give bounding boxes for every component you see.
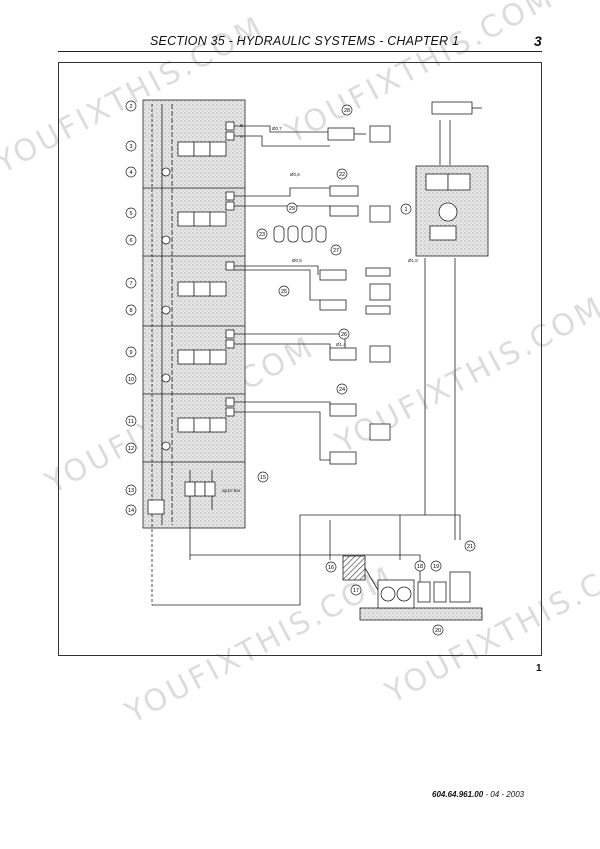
- svg-text:23: 23: [259, 232, 265, 238]
- svg-text:22: 22: [339, 172, 345, 178]
- callout-4: 4: [125, 166, 137, 178]
- svg-text:8: 8: [129, 308, 132, 314]
- svg-text:Δp10 bar: Δp10 bar: [222, 488, 241, 493]
- svg-text:29: 29: [289, 206, 295, 212]
- svg-text:20: 20: [435, 628, 441, 634]
- callout-27: 27: [330, 244, 342, 256]
- annotations: B A Ø0,7 Ø0,8 Ø0,8 Ø1,4 Ø1,8 Δp10 bar: [222, 123, 418, 493]
- document-date: - 04 - 2003: [483, 790, 525, 799]
- svg-text:3: 3: [129, 144, 132, 150]
- callout-1: 1: [400, 203, 412, 215]
- svg-text:Ø0,8: Ø0,8: [292, 258, 302, 263]
- svg-text:2: 2: [129, 104, 132, 110]
- callout-7: 7: [125, 277, 137, 289]
- figure-number: 1: [536, 663, 542, 674]
- svg-text:15: 15: [260, 475, 266, 481]
- callout-25: 25: [278, 285, 290, 297]
- callout-14: 14: [125, 504, 137, 516]
- callout-23: 23: [256, 228, 268, 240]
- valve-bank: [142, 99, 246, 529]
- figure-frame: [58, 62, 542, 656]
- svg-text:10: 10: [128, 377, 134, 383]
- callout-20: 20: [432, 624, 444, 636]
- callout-15: 15: [257, 471, 269, 483]
- callout-3: 3: [125, 140, 137, 152]
- pictograms: [369, 125, 391, 441]
- svg-text:12: 12: [128, 446, 134, 452]
- svg-text:28: 28: [344, 108, 350, 114]
- callout-26: 26: [338, 328, 350, 340]
- header-divider: [58, 51, 542, 52]
- svg-text:11: 11: [128, 419, 134, 425]
- steering-unit: [415, 165, 489, 257]
- svg-text:6: 6: [129, 238, 132, 244]
- svg-text:Ø0,8: Ø0,8: [290, 172, 300, 177]
- svg-text:19: 19: [433, 564, 439, 570]
- svg-text:7: 7: [129, 281, 132, 287]
- callout-2: 2: [125, 100, 137, 112]
- svg-text:4: 4: [129, 170, 132, 176]
- svg-text:5: 5: [129, 211, 132, 217]
- svg-text:21: 21: [467, 544, 473, 550]
- document-footer: 604.64.961.00 - 04 - 2003: [432, 790, 524, 799]
- callout-8: 8: [125, 304, 137, 316]
- callout-9: 9: [125, 346, 137, 358]
- svg-text:24: 24: [339, 387, 345, 393]
- callout-16: 16: [325, 561, 337, 573]
- callouts: 2 3 4 5 6 7 8 9 10 11 12 13 14 15 16 17 …: [125, 100, 476, 636]
- callout-11: 11: [125, 415, 137, 427]
- svg-text:13: 13: [128, 488, 134, 494]
- callout-19: 19: [430, 560, 442, 572]
- callout-29: 29: [286, 202, 298, 214]
- svg-text:B: B: [240, 123, 243, 128]
- document-code: 604.64.961.00: [432, 790, 484, 799]
- callout-21: 21: [464, 540, 476, 552]
- accumulators: [273, 225, 327, 243]
- callout-12: 12: [125, 442, 137, 454]
- callout-18: 18: [414, 560, 426, 572]
- callout-24: 24: [336, 383, 348, 395]
- callout-6: 6: [125, 234, 137, 246]
- callout-28: 28: [341, 104, 353, 116]
- svg-text:Ø1,8: Ø1,8: [408, 258, 418, 263]
- svg-text:Ø0,7: Ø0,7: [272, 126, 282, 131]
- svg-text:26: 26: [341, 332, 347, 338]
- callout-13: 13: [125, 484, 137, 496]
- svg-text:Ø1,4: Ø1,4: [336, 342, 346, 347]
- callout-10: 10: [125, 373, 137, 385]
- check-valves: [161, 167, 171, 451]
- callout-22: 22: [336, 168, 348, 180]
- spool-valves: [147, 121, 235, 515]
- svg-text:1: 1: [404, 207, 407, 213]
- svg-text:18: 18: [417, 564, 423, 570]
- svg-text:A: A: [240, 134, 243, 139]
- svg-text:17: 17: [353, 588, 359, 594]
- svg-text:14: 14: [128, 508, 134, 514]
- section-title: SECTION 35 - HYDRAULIC SYSTEMS - CHAPTER…: [150, 34, 460, 48]
- callout-5: 5: [125, 207, 137, 219]
- hydraulic-tank: [342, 555, 483, 621]
- cylinders: [319, 101, 482, 465]
- svg-text:16: 16: [328, 565, 334, 571]
- svg-text:9: 9: [129, 350, 132, 356]
- svg-text:27: 27: [333, 248, 339, 254]
- callout-17: 17: [350, 584, 362, 596]
- svg-text:25: 25: [281, 289, 287, 295]
- page-number: 3: [534, 33, 542, 49]
